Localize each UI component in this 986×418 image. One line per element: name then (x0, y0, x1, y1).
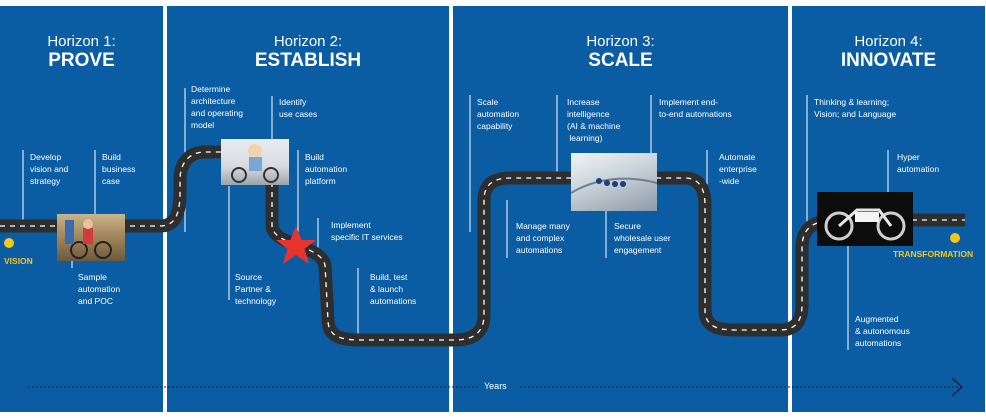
horizon-4-main: INNOVATE (840, 49, 937, 71)
label-manage-many: Manage many and complex automations (516, 221, 570, 255)
road (0, 145, 965, 347)
horizon-2-title: Horizon 2: ESTABLISH (167, 33, 449, 71)
transformation-dot (950, 233, 960, 243)
label-develop-vision: Develop vision and strategy (30, 152, 69, 186)
horizon-1-sub: Horizon 1: (47, 33, 116, 50)
label-build-platform: Build automation platform (305, 152, 348, 186)
label-scale-capability: Scale automation capability (477, 97, 520, 131)
arrow-right-icon (951, 377, 963, 397)
cyclists-photo (571, 153, 657, 211)
horizon-1-main: PROVE (48, 49, 115, 71)
years-label: Years (484, 381, 507, 391)
label-build-test-launch: Build, test & launch automations (370, 272, 417, 306)
callout-lines (22, 88, 889, 350)
label-determine-architecture: Determine architecture and operating mod… (191, 84, 243, 130)
label-source-partner: Source Partner & technology (235, 272, 277, 306)
horizon-3-sub: Horizon 3: (586, 33, 655, 50)
label-sample-automation: Sample automation and POC (78, 272, 121, 306)
label-identify-use-cases: Identify use cases (279, 97, 318, 119)
label-secure-engagement: Secure wholesale user engagement (614, 221, 671, 255)
horizon-4-title: Horizon 4: INNOVATE (792, 33, 985, 71)
label-augmented-autonomous: Augmented & autonomous automations (855, 314, 910, 348)
horizon-3-title: Horizon 3: SCALE (453, 33, 788, 71)
label-hyper-automation: Hyper automation (897, 152, 940, 174)
label-automate-enterprise: Automate enterprise -wide (719, 152, 757, 186)
label-implement-e2e: Implement end- to-end automations (659, 97, 732, 119)
transformation-label: TRANSFORMATION (893, 249, 974, 259)
electric-motorbike-photo (817, 192, 913, 246)
panel-horizon-1 (0, 6, 163, 412)
horizon-1-title: Horizon 1: PROVE (0, 33, 163, 71)
label-thinking-learning: Thinking & learning; Vision; and Languag… (814, 97, 897, 119)
label-build-business-case: Build business case (102, 152, 136, 186)
horizon-2-sub: Horizon 2: (273, 33, 343, 50)
horizon-4-sub: Horizon 4: (854, 33, 923, 50)
star-icon (276, 226, 316, 264)
child-tricycle-photo (221, 139, 289, 185)
horizon-3-main: SCALE (588, 49, 653, 71)
horizon-2-main: ESTABLISH (254, 49, 362, 71)
label-implement-it: Implement specific IT services (331, 220, 403, 242)
label-increase-intelligence: Increase intelligence (AI & machine lear… (567, 97, 621, 143)
vision-label: VISION (4, 256, 33, 266)
vision-dot (4, 238, 14, 248)
kids-bike-photo (57, 214, 125, 261)
